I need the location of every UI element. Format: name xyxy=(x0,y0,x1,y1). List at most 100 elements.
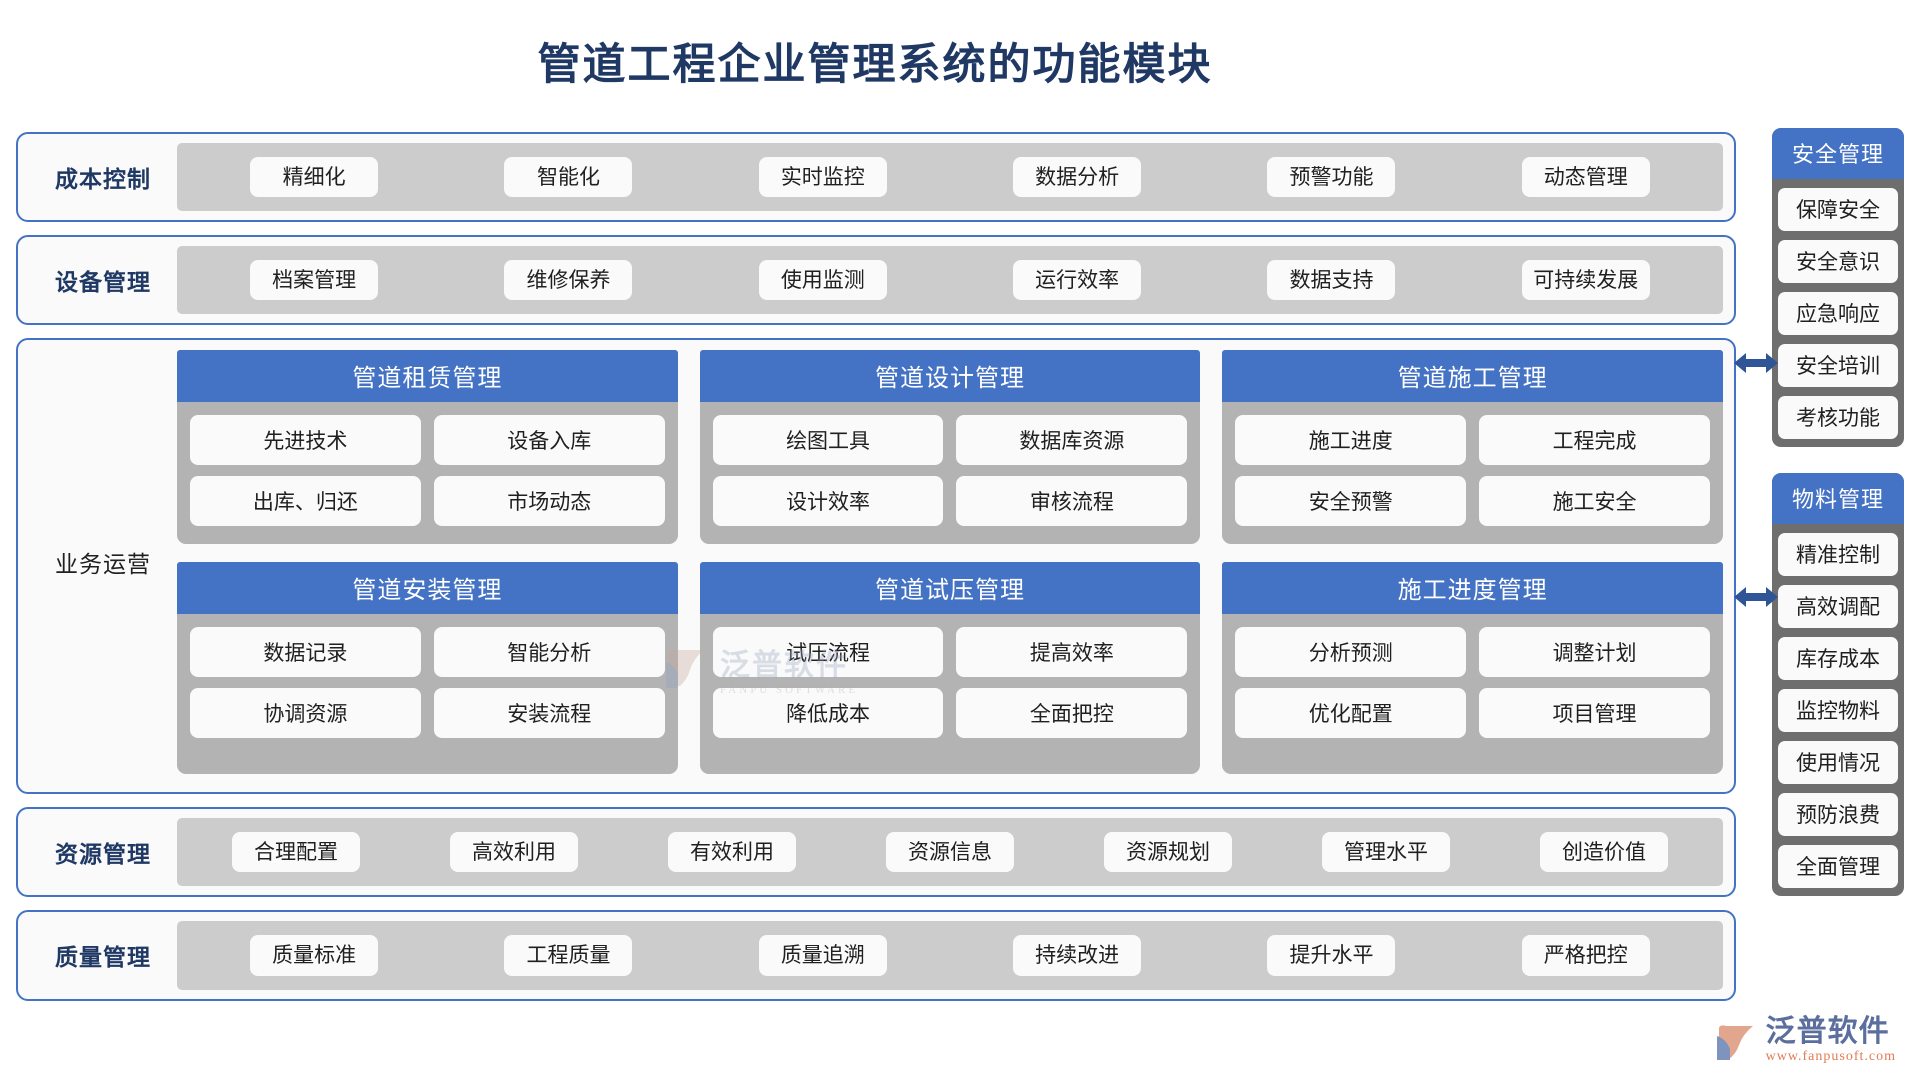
sidebar-panel: 物料管理精准控制高效调配库存成本监控物料使用情况预防浪费全面管理 xyxy=(1772,473,1904,896)
feature-chip[interactable]: 创造价值 xyxy=(1540,832,1668,873)
company-logo: 泛普软件 www.fanpusoft.com xyxy=(1715,1017,1896,1064)
category-items: 合理配置 高效利用 有效利用 资源信息 资源规划 管理水平 创造价值 xyxy=(177,818,1723,887)
company-logo-icon xyxy=(1715,1020,1757,1062)
right-sidebar: 安全管理保障安全安全意识应急响应安全培训考核功能物料管理精准控制高效调配库存成本… xyxy=(1772,128,1904,922)
module-feature-chip[interactable]: 降低成本 xyxy=(712,688,944,739)
module-feature-chip[interactable]: 项目管理 xyxy=(1479,688,1710,739)
module-card: 管道试压管理试压流程提高效率降低成本全面把控 xyxy=(699,562,1201,775)
category-items: 精细化 智能化 实时监控 数据分析 预警功能 动态管理 xyxy=(177,143,1723,212)
sidebar-item[interactable]: 预防浪费 xyxy=(1778,793,1898,836)
module-feature-chip[interactable]: 工程完成 xyxy=(1479,415,1710,466)
sidebar-item[interactable]: 使用情况 xyxy=(1778,741,1898,784)
category-band: 设备管理档案管理维修保养使用监测运行效率数据支持可持续发展 xyxy=(16,235,1736,326)
category-band: 资源管理合理配置高效利用有效利用资源信息资源规划管理水平创造价值 xyxy=(16,807,1736,898)
module-feature-chip[interactable]: 协调资源 xyxy=(190,688,421,739)
feature-chip[interactable]: 数据分析 xyxy=(1013,157,1142,198)
module-card: 管道设计管理绘图工具数据库资源设计效率审核流程 xyxy=(699,350,1201,545)
feature-chip[interactable]: 持续改进 xyxy=(1013,935,1142,976)
sidebar-panel-title[interactable]: 安全管理 xyxy=(1772,128,1904,179)
module-card: 施工进度管理分析预测调整计划优化配置项目管理 xyxy=(1222,562,1723,775)
double-arrow-icon-material xyxy=(1732,582,1780,612)
module-feature-chip[interactable]: 设计效率 xyxy=(712,476,944,527)
feature-chip[interactable]: 可持续发展 xyxy=(1521,260,1650,301)
feature-chip[interactable]: 数据支持 xyxy=(1267,260,1396,301)
feature-chip[interactable]: 精细化 xyxy=(250,157,379,198)
business-operations-band: 业务运营 管道租赁管理先进技术设备入库出库、归还市场动态管道设计管理绘图工具数据… xyxy=(16,338,1736,795)
module-card-title[interactable]: 管道租赁管理 xyxy=(177,350,678,403)
module-feature-chip[interactable]: 绘图工具 xyxy=(712,415,944,466)
module-card-items: 绘图工具数据库资源设计效率审核流程 xyxy=(699,402,1201,545)
sidebar-item[interactable]: 安全培训 xyxy=(1778,344,1898,387)
sidebar-item[interactable]: 库存成本 xyxy=(1778,637,1898,680)
feature-chip[interactable]: 预警功能 xyxy=(1267,157,1396,198)
module-feature-chip[interactable]: 全面把控 xyxy=(956,688,1188,739)
module-feature-chip[interactable]: 审核流程 xyxy=(956,476,1188,527)
module-feature-chip[interactable]: 设备入库 xyxy=(433,415,665,466)
feature-chip[interactable]: 档案管理 xyxy=(250,260,379,301)
feature-chip[interactable]: 严格把控 xyxy=(1521,935,1650,976)
page-title: 管道工程企业管理系统的功能模块 xyxy=(537,42,1213,89)
module-feature-chip[interactable]: 出库、归还 xyxy=(190,476,421,527)
module-feature-chip[interactable]: 试压流程 xyxy=(712,627,944,678)
sidebar-item[interactable]: 高效调配 xyxy=(1778,585,1898,628)
module-card-title[interactable]: 管道安装管理 xyxy=(177,562,678,615)
feature-chip[interactable]: 高效利用 xyxy=(450,832,578,873)
business-card-grid: 管道租赁管理先进技术设备入库出库、归还市场动态管道设计管理绘图工具数据库资源设计… xyxy=(177,350,1723,775)
module-feature-chip[interactable]: 施工安全 xyxy=(1479,476,1710,527)
feature-chip[interactable]: 管理水平 xyxy=(1322,832,1450,873)
module-feature-chip[interactable]: 优化配置 xyxy=(1235,688,1467,739)
feature-chip[interactable]: 资源规划 xyxy=(1104,832,1232,873)
sidebar-item[interactable]: 保障安全 xyxy=(1778,188,1898,231)
module-feature-chip[interactable]: 数据库资源 xyxy=(956,415,1188,466)
feature-chip[interactable]: 资源信息 xyxy=(886,832,1014,873)
sidebar-item[interactable]: 精准控制 xyxy=(1778,533,1898,576)
feature-chip[interactable]: 合理配置 xyxy=(232,832,360,873)
feature-chip[interactable]: 质量追溯 xyxy=(758,935,887,976)
module-feature-chip[interactable]: 先进技术 xyxy=(190,415,421,466)
sidebar-item[interactable]: 监控物料 xyxy=(1778,689,1898,732)
module-card-title[interactable]: 管道设计管理 xyxy=(699,350,1201,403)
module-card-items: 先进技术设备入库出库、归还市场动态 xyxy=(177,402,678,545)
module-card: 管道租赁管理先进技术设备入库出库、归还市场动态 xyxy=(177,350,678,545)
company-logo-cn: 泛普软件 xyxy=(1765,1015,1890,1048)
feature-chip[interactable]: 动态管理 xyxy=(1521,157,1650,198)
feature-chip[interactable]: 实时监控 xyxy=(758,157,887,198)
sidebar-item[interactable]: 全面管理 xyxy=(1778,845,1898,888)
feature-chip[interactable]: 提升水平 xyxy=(1267,935,1396,976)
module-feature-chip[interactable]: 安装流程 xyxy=(433,688,665,739)
category-items: 质量标准 工程质量 质量追溯 持续改进 提升水平 严格把控 xyxy=(177,921,1723,990)
category-items: 档案管理 维修保养 使用监测 运行效率 数据支持 可持续发展 xyxy=(177,246,1723,315)
category-band: 质量管理质量标准工程质量质量追溯持续改进提升水平严格把控 xyxy=(16,910,1736,1001)
module-feature-chip[interactable]: 提高效率 xyxy=(956,627,1188,678)
module-card-title[interactable]: 管道试压管理 xyxy=(699,562,1201,615)
module-feature-chip[interactable]: 市场动态 xyxy=(433,476,665,527)
module-feature-chip[interactable]: 安全预警 xyxy=(1235,476,1467,527)
sidebar-item[interactable]: 安全意识 xyxy=(1778,240,1898,283)
sidebar-item[interactable]: 考核功能 xyxy=(1778,396,1898,439)
feature-chip[interactable]: 运行效率 xyxy=(1013,260,1142,301)
module-card-title[interactable]: 管道施工管理 xyxy=(1222,350,1723,403)
feature-chip[interactable]: 质量标准 xyxy=(250,935,379,976)
module-card-items: 分析预测调整计划优化配置项目管理 xyxy=(1222,614,1723,775)
company-logo-text: 泛普软件 www.fanpusoft.com xyxy=(1766,1017,1896,1064)
module-card-items: 施工进度工程完成安全预警施工安全 xyxy=(1222,402,1723,545)
module-feature-chip[interactable]: 施工进度 xyxy=(1235,415,1467,466)
main-column: 成本控制精细化智能化实时监控数据分析预警功能动态管理设备管理档案管理维修保养使用… xyxy=(16,132,1736,1014)
feature-chip[interactable]: 使用监测 xyxy=(758,260,887,301)
module-feature-chip[interactable]: 智能分析 xyxy=(433,627,665,678)
module-card-title[interactable]: 施工进度管理 xyxy=(1222,562,1723,615)
business-operations-label: 业务运营 xyxy=(55,552,151,578)
module-card-items: 数据记录智能分析协调资源安装流程 xyxy=(177,614,678,775)
sidebar-item[interactable]: 应急响应 xyxy=(1778,292,1898,335)
category-label: 成本控制 xyxy=(55,167,151,193)
feature-chip[interactable]: 维修保养 xyxy=(504,260,633,301)
feature-chip[interactable]: 工程质量 xyxy=(504,935,633,976)
module-feature-chip[interactable]: 调整计划 xyxy=(1479,627,1710,678)
module-card: 管道安装管理数据记录智能分析协调资源安装流程 xyxy=(177,562,678,775)
sidebar-panel-title[interactable]: 物料管理 xyxy=(1772,473,1904,524)
feature-chip[interactable]: 智能化 xyxy=(504,157,633,198)
module-feature-chip[interactable]: 分析预测 xyxy=(1235,627,1467,678)
module-feature-chip[interactable]: 数据记录 xyxy=(190,627,421,678)
feature-chip[interactable]: 有效利用 xyxy=(668,832,796,873)
category-band: 成本控制 精细化 智能化 实时监控 数据分析 预警功能 动态管理 xyxy=(16,132,1736,223)
